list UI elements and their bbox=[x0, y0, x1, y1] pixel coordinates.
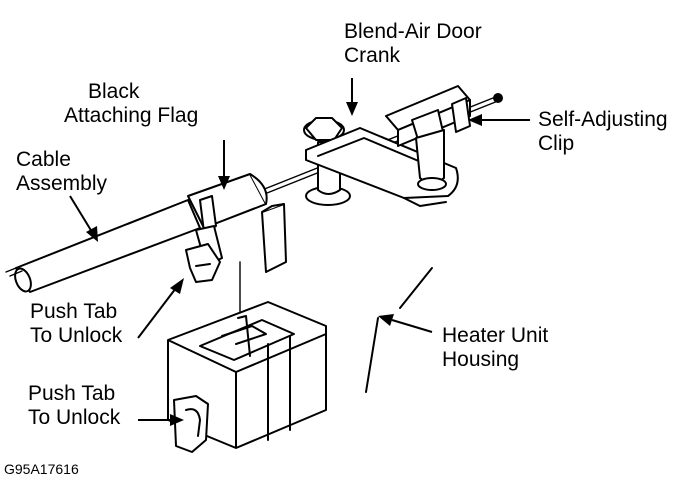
figure-code: G95A17616 bbox=[4, 461, 79, 477]
label-push-tab-upper: Push Tab To Unlock bbox=[30, 300, 123, 347]
cable-assembly-tube bbox=[5, 199, 201, 293]
label-blend-air-door-crank: Blend-Air Door Crank bbox=[344, 20, 488, 67]
housing-bracket bbox=[167, 301, 327, 453]
label-black-attaching-flag: Black Attaching Flag bbox=[64, 80, 198, 127]
leader-lower-push-tab bbox=[138, 414, 184, 426]
leader-self-adjusting-clip bbox=[468, 114, 530, 126]
leader-cable-assembly bbox=[69, 195, 98, 242]
upper-push-tab bbox=[185, 243, 221, 283]
self-adjusting-clip bbox=[385, 85, 471, 191]
attaching-flag bbox=[187, 173, 287, 273]
leader-blend-air-door-crank bbox=[346, 78, 358, 116]
label-heater-unit-housing: Heater Unit Housing bbox=[442, 324, 554, 371]
leader-upper-push-tab bbox=[137, 278, 184, 339]
label-cable-assembly: Cable Assembly bbox=[16, 148, 108, 195]
label-self-adjusting-clip: Self-Adjusting Clip bbox=[538, 108, 673, 155]
leader-heater-unit-housing bbox=[378, 314, 433, 333]
leader-black-attaching-flag bbox=[218, 140, 230, 190]
label-push-tab-lower: Push Tab To Unlock bbox=[28, 382, 121, 429]
heater-housing-edge bbox=[365, 267, 433, 393]
